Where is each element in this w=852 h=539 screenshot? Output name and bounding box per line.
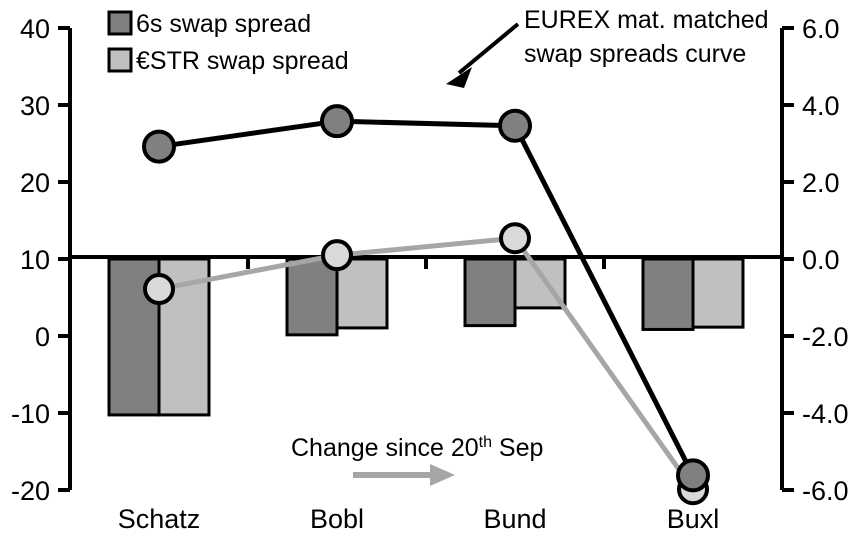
curve-path bbox=[156, 235, 696, 492]
eurex-curve-markers bbox=[142, 104, 710, 493]
data-point-marker bbox=[498, 108, 532, 143]
change-note-text: Change since 20th Sep bbox=[291, 434, 543, 462]
curve-path bbox=[156, 118, 696, 478]
data-point-marker bbox=[676, 458, 710, 493]
data-point-marker bbox=[143, 273, 175, 306]
change-note-superscript: th bbox=[479, 434, 492, 451]
left-axis: 40 30 20 10 0 -10 -20 bbox=[11, 14, 72, 506]
category-label: Bobl bbox=[310, 504, 364, 534]
data-point-marker bbox=[499, 222, 531, 255]
data-point-marker bbox=[320, 104, 354, 139]
change-note-annotation: Change since 20th Sep bbox=[291, 434, 543, 486]
left-tick-label: -20 bbox=[11, 476, 50, 506]
left-tick-label: -10 bbox=[11, 399, 50, 429]
bar bbox=[691, 257, 745, 329]
legend-label-6s: 6s swap spread bbox=[136, 10, 311, 38]
left-tick-label: 0 bbox=[35, 322, 50, 352]
data-point-marker bbox=[321, 239, 353, 272]
right-axis-ticks bbox=[782, 26, 794, 492]
right-tick-label: 4.0 bbox=[802, 91, 840, 121]
data-point-marker bbox=[142, 129, 176, 164]
callout-line-2: swap spreads curve bbox=[524, 40, 746, 68]
bar bbox=[285, 257, 339, 337]
bar bbox=[641, 257, 695, 331]
category-label: Schatz bbox=[118, 504, 201, 534]
legend-label-estr: €STR swap spread bbox=[136, 47, 349, 75]
change-note-suffix: Sep bbox=[492, 434, 543, 462]
bar bbox=[463, 257, 517, 328]
curve-callout-annotation: EUREX mat. matched swap spreads curve bbox=[446, 6, 769, 88]
category-label: Buxl bbox=[667, 504, 720, 534]
right-tick-label: 2.0 bbox=[802, 168, 840, 198]
right-tick-label: -4.0 bbox=[802, 399, 849, 429]
bar bbox=[335, 257, 389, 330]
x-axis-ticks bbox=[246, 257, 606, 269]
change-note-prefix: Change since 20 bbox=[291, 434, 479, 462]
left-tick-label: 10 bbox=[20, 245, 50, 275]
right-tick-label: -2.0 bbox=[802, 322, 849, 352]
x-axis-category-labels: Schatz Bobl Bund Buxl bbox=[118, 504, 720, 534]
left-tick-label: 40 bbox=[20, 14, 50, 44]
bar bbox=[513, 257, 567, 310]
bars-layer bbox=[107, 257, 745, 417]
left-axis-ticks bbox=[58, 26, 70, 492]
right-axis-tick-labels: 6.0 4.0 2.0 0.0 -2.0 -4.0 -6.0 bbox=[802, 14, 849, 506]
right-tick-label: -6.0 bbox=[802, 476, 849, 506]
callout-line-1: EUREX mat. matched bbox=[524, 6, 769, 34]
category-label: Bund bbox=[483, 504, 546, 534]
legend-swatch-6s bbox=[107, 10, 133, 36]
left-tick-label: 30 bbox=[20, 91, 50, 121]
left-axis-tick-labels: 40 30 20 10 0 -10 -20 bbox=[11, 14, 50, 506]
right-tick-label: 6.0 bbox=[802, 14, 840, 44]
legend: 6s swap spread €STR swap spread bbox=[107, 10, 349, 75]
callout-arrow-icon bbox=[446, 22, 520, 88]
change-note-arrow-icon bbox=[353, 464, 455, 486]
right-tick-label: 0.0 bbox=[802, 245, 840, 275]
estr-curve-line bbox=[156, 235, 696, 492]
legend-swatch-estr bbox=[107, 47, 133, 73]
left-tick-label: 20 bbox=[20, 168, 50, 198]
eurex-curve-line bbox=[156, 118, 696, 478]
